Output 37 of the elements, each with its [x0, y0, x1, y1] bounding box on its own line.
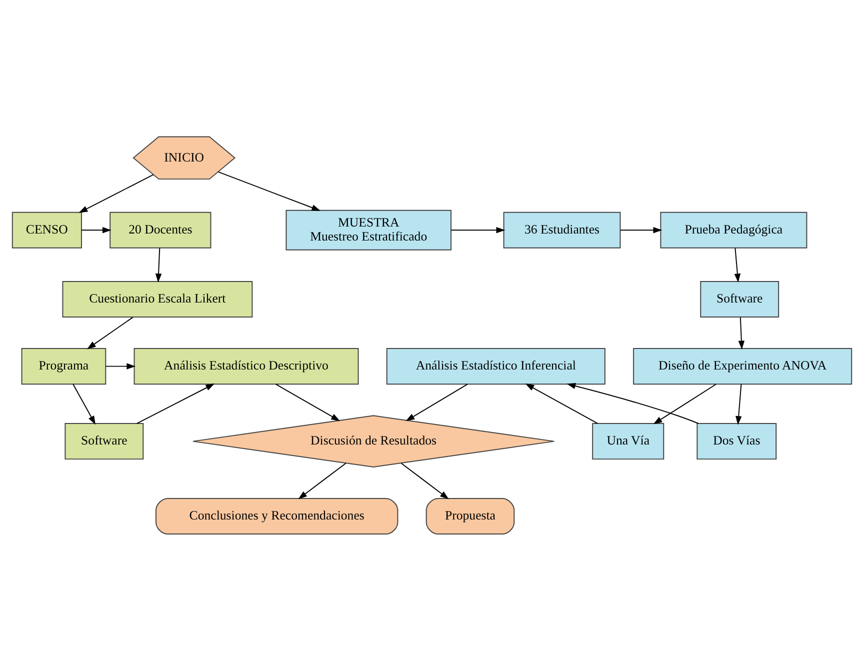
arrow	[72, 384, 96, 425]
node-box: 36 Estudiantes	[503, 212, 621, 248]
arrow	[275, 384, 340, 422]
arrow	[105, 363, 136, 370]
node-box: MUESTRA Muestreo Estratificado	[286, 210, 452, 250]
node-diamond: Discusión de Resultados	[192, 415, 555, 468]
arrow	[298, 462, 346, 500]
arrow	[525, 384, 598, 424]
node-box: 20 Docentes	[110, 212, 212, 248]
arrow	[566, 382, 699, 424]
arrow	[155, 248, 162, 283]
arrow	[406, 384, 468, 422]
node-box: Software	[700, 280, 780, 318]
node-box: Cuestionario Escala Likert	[62, 280, 253, 318]
arrow	[620, 227, 662, 234]
arrow	[400, 462, 449, 500]
arrow	[653, 384, 717, 424]
arrow	[736, 384, 742, 425]
arrow	[78, 174, 154, 213]
arrow	[218, 171, 321, 211]
node-box: Conclusiones y Recomendaciones	[155, 498, 398, 535]
node-box: CENSO	[12, 212, 82, 248]
node-box: Dos Vías	[696, 423, 777, 460]
node-box: Análisis Estadístico Inferencial	[386, 348, 606, 385]
node-box: Prueba Pedagógica	[660, 212, 808, 248]
arrow	[738, 316, 745, 350]
node-box: Diseño de Experimento ANOVA	[633, 348, 852, 385]
node-box: Software	[64, 423, 144, 460]
node-box: Propuesta	[426, 498, 515, 535]
arrow	[136, 384, 215, 424]
arrow	[734, 248, 741, 283]
arrow	[86, 316, 134, 350]
node-box: Una Vía	[592, 423, 664, 460]
node-box: Análisis Estadístico Descriptivo	[134, 348, 359, 385]
arrow	[81, 227, 112, 234]
node-box: Programa	[21, 348, 106, 385]
arrow	[450, 227, 506, 234]
